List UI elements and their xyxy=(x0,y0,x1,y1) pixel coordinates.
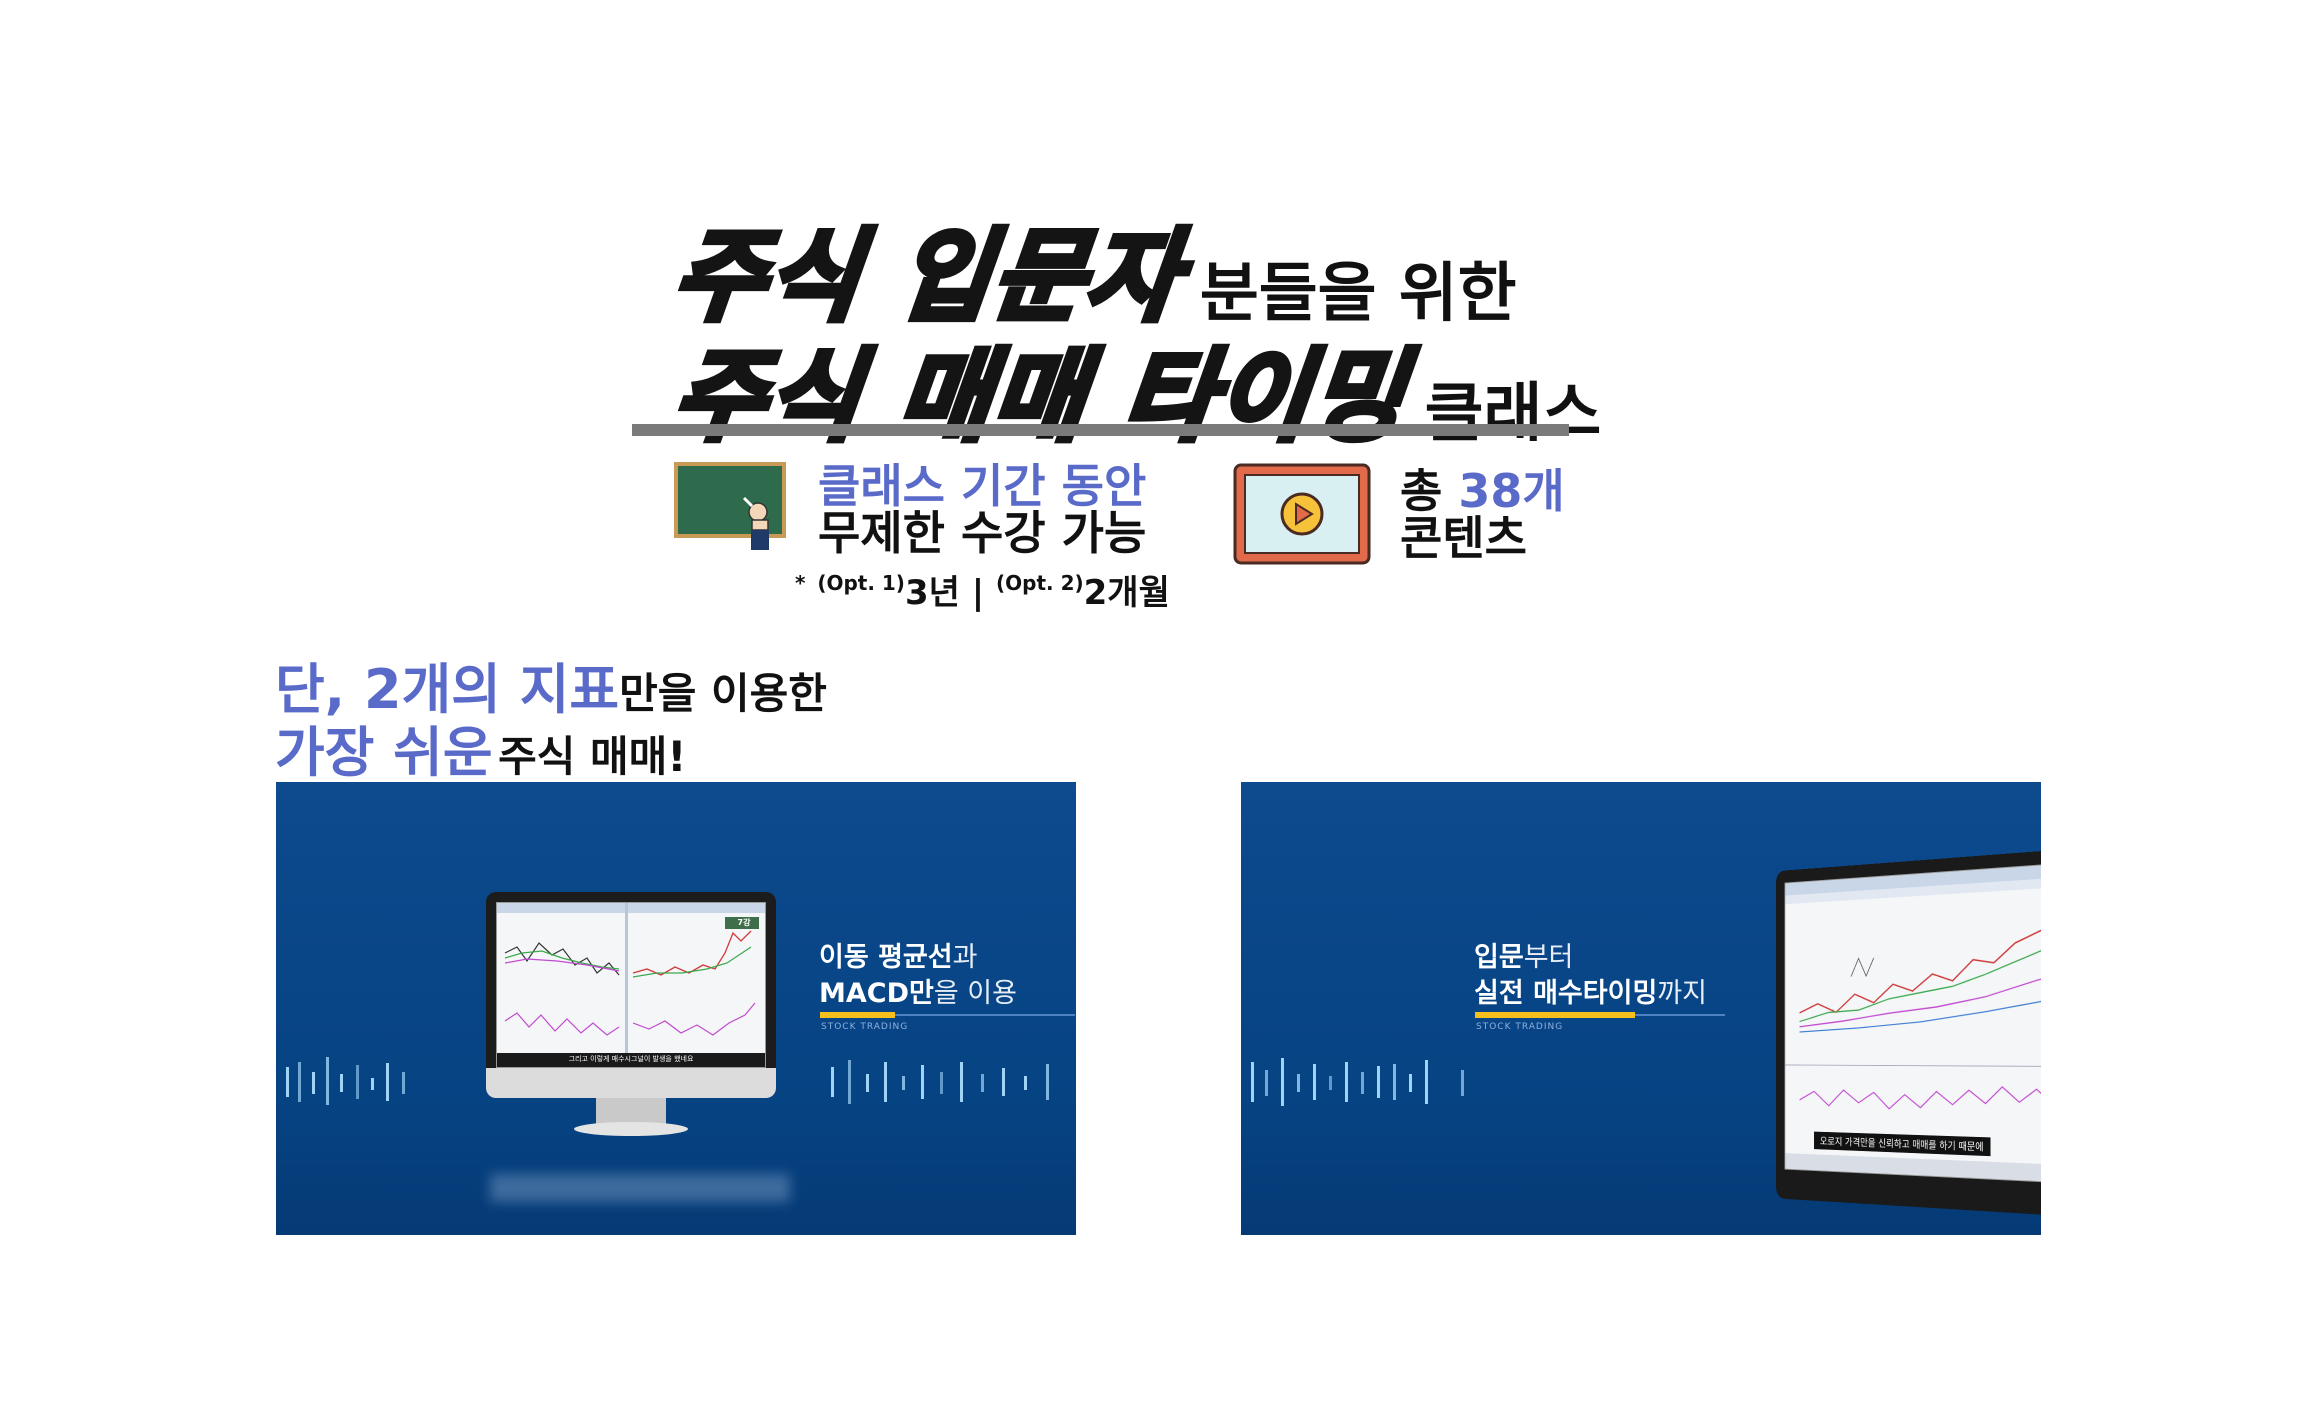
panel-2-subtitle: STOCK TRADING xyxy=(1476,1022,1564,1032)
monitor-1-screen: 7강 그리고 이렇게 매수시그널이 발생을 했네요 xyxy=(496,902,766,1068)
panel-2-guide-line xyxy=(1635,1014,1725,1016)
panel-1-line1-thin: 과 xyxy=(952,942,978,973)
period-separator: | xyxy=(971,573,985,613)
panel-1-subtitle: STOCK TRADING xyxy=(821,1022,909,1032)
panel-2-line1-thin: 부터 xyxy=(1523,942,1574,973)
chalkboard-icon xyxy=(672,460,788,560)
panel-1-guide-line xyxy=(895,1014,1075,1016)
panel-2-line2-bold: 실전 매수타이밍 xyxy=(1474,978,1658,1009)
tagline-line-2: 가장 쉬운 주식 매매! xyxy=(275,708,686,787)
panel-2-line2-thin: 까지 xyxy=(1657,978,1707,1009)
panel-1-highlight-bar xyxy=(820,1012,895,1018)
headline-big-2: 주식 매매 타이밍 xyxy=(665,335,1415,458)
header-divider xyxy=(632,424,1569,436)
feature-period-line1: 클래스 기간 동안 xyxy=(818,459,1147,513)
stock-chart-graphic-1 xyxy=(497,903,765,1067)
period-opt2-value: 2개월 xyxy=(1083,573,1170,613)
monitor-2-screen: 9강 오로지 가격만을 신뢰하고 매매를 하기 때문에 xyxy=(1785,856,2041,1188)
period-star: * xyxy=(795,571,806,595)
feature-contents-text: 총 38개 콘텐츠 xyxy=(1400,468,1565,562)
contents-line2: 콘텐츠 xyxy=(1400,511,1527,565)
contents-prefix: 총 xyxy=(1400,464,1443,518)
monitor-2: 9강 오로지 가격만을 신뢰하고 매매를 하기 때문에 xyxy=(1776,842,2041,1235)
monitor-1: 7강 그리고 이렇게 매수시그널이 발생을 했네요 xyxy=(486,892,776,1098)
period-opt1-label: (Opt. 1) xyxy=(817,571,905,595)
panel-1-title: 이동 평균선과 MACD만을 이용 xyxy=(819,940,1017,1012)
tagline-rest-2: 주식 매매! xyxy=(498,732,687,781)
panel-1-line1-bold: 이동 평균선 xyxy=(819,942,953,973)
panel-1-line2-thin: 을 이용 xyxy=(933,978,1017,1009)
tagline-line-1: 단, 2개의 지표만을 이용한 xyxy=(275,645,827,724)
video-play-icon xyxy=(1232,462,1372,566)
contents-count: 38개 xyxy=(1458,464,1565,518)
panel-1-line2-bold: MACD만 xyxy=(819,978,934,1009)
period-options: * (Opt. 1)3년 | (Opt. 2)2개월 xyxy=(795,565,1170,614)
panel-2-title: 입문부터 실전 매수타이밍까지 xyxy=(1474,940,1707,1012)
monitor-1-caption: 그리고 이렇게 매수시그널이 발생을 했네요 xyxy=(568,1055,694,1063)
tagline-rest-1: 만을 이용한 xyxy=(619,669,827,718)
tagline-blue-1: 단, 2개의 지표 xyxy=(275,658,620,721)
feature-period-line2: 무제한 수강 가능 xyxy=(818,506,1147,560)
panel-2-line1-bold: 입문 xyxy=(1474,942,1524,973)
feature-period-text: 클래스 기간 동안 무제한 수강 가능 xyxy=(818,463,1146,557)
headline-small-2: 클래스 xyxy=(1424,377,1602,451)
headline-small-1: 분들을 위한 xyxy=(1199,257,1517,331)
tagline-blue-2: 가장 쉬운 xyxy=(275,721,493,784)
panel-2-highlight-bar xyxy=(1475,1012,1635,1018)
monitor-1-tab: 7강 xyxy=(737,918,751,927)
preview-panel-1: 7강 그리고 이렇게 매수시그널이 발생을 했네요 이동 평균선과 MACD만을… xyxy=(276,782,1076,1235)
period-opt1-value: 3년 xyxy=(904,573,960,613)
period-opt2-label: (Opt. 2) xyxy=(996,571,1084,595)
preview-panel-2: 9강 오로지 가격만을 신뢰하고 매매를 하기 때문에 입문부터 실전 매수타이… xyxy=(1241,782,2041,1235)
